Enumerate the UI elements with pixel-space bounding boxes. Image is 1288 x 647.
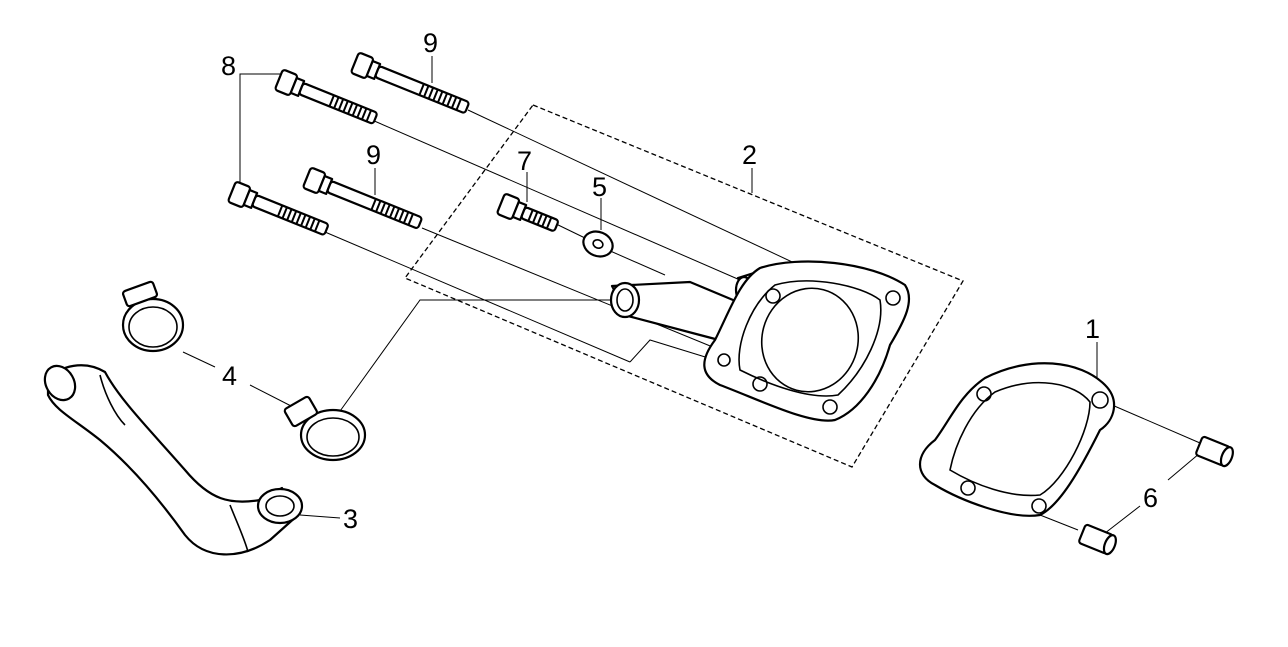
callout-1: 1 [1085, 314, 1100, 344]
hose-3 [43, 364, 304, 556]
callout-4: 4 [222, 361, 237, 391]
hose-clamp-4-lower [283, 395, 367, 462]
dowel-pin-6-upper [1195, 435, 1234, 468]
dowel-pin-6-lower [1078, 523, 1117, 556]
alignment-lines [324, 109, 1201, 531]
callout-2: 2 [742, 140, 757, 170]
callout-9-lower: 9 [366, 140, 381, 170]
callout-6: 6 [1143, 483, 1158, 513]
callout-9-upper: 9 [423, 28, 438, 58]
bolt-8-upper [274, 69, 378, 125]
hose-clamp-4-upper [121, 280, 185, 353]
washer-5 [582, 230, 614, 258]
callout-8: 8 [221, 51, 236, 81]
gasket-1 [919, 362, 1116, 517]
bolt-9-upper [350, 52, 470, 114]
pump-cover-2 [609, 260, 910, 422]
callout-3: 3 [343, 504, 358, 534]
callout-7: 7 [517, 146, 532, 176]
callout-5: 5 [592, 172, 607, 202]
bolt-9-lower [302, 167, 423, 229]
bolt-8-lower [227, 181, 329, 236]
assembly-boundary-item-2 [403, 104, 964, 468]
bolt-7-short [496, 193, 559, 232]
